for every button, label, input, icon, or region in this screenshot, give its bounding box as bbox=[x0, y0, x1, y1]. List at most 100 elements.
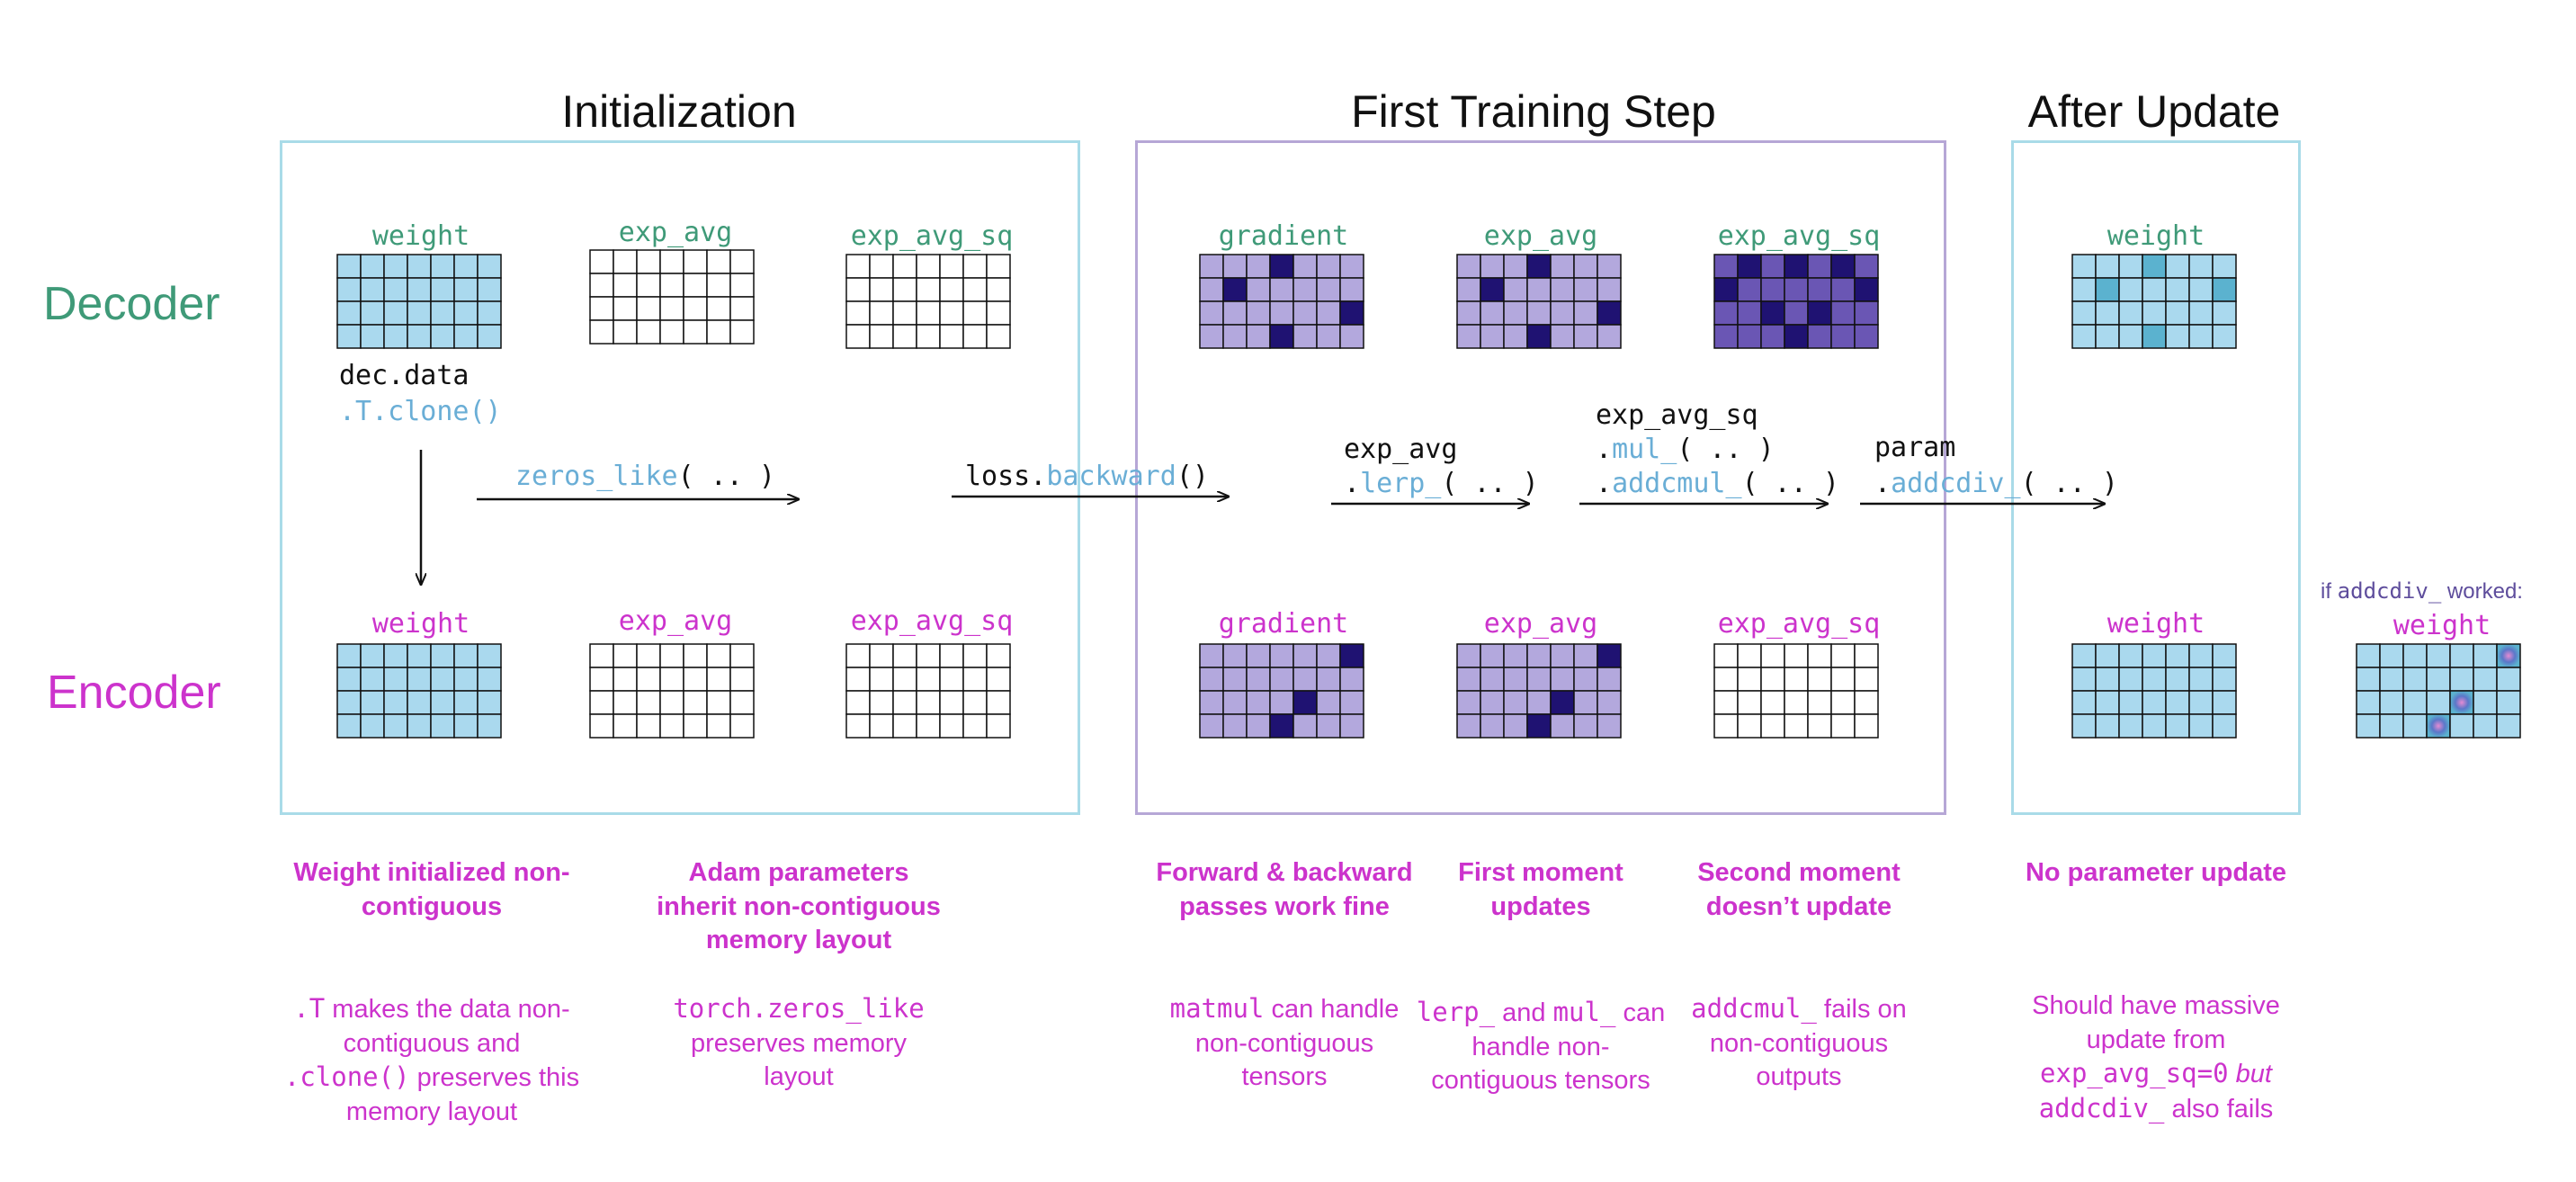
grid-cell bbox=[1246, 713, 1271, 739]
label-enc-exp-avg-sq: exp_avg_sq bbox=[850, 605, 1014, 637]
grid-cell bbox=[2496, 643, 2521, 668]
grid-cell bbox=[916, 324, 941, 349]
grid-cell bbox=[1760, 713, 1785, 739]
code-dec-data: dec.data bbox=[339, 360, 470, 391]
grid-cell bbox=[2496, 713, 2521, 739]
grid-cell bbox=[2212, 254, 2237, 279]
grid-cell bbox=[613, 713, 638, 739]
grid-cell bbox=[1292, 324, 1318, 349]
grid-cell bbox=[1456, 643, 1481, 668]
grid-cell bbox=[2426, 667, 2451, 692]
grid-cell bbox=[1503, 643, 1528, 668]
grid-cell bbox=[892, 300, 917, 326]
grid-cell bbox=[1573, 690, 1598, 715]
grid-cell bbox=[613, 296, 638, 321]
label-enc-exp-avg-sq-2: exp_avg_sq bbox=[1717, 608, 1881, 640]
grid-cell bbox=[2095, 690, 2120, 715]
grid-cell bbox=[986, 254, 1011, 279]
grid-cell bbox=[477, 300, 502, 326]
grid-cell bbox=[1526, 324, 1552, 349]
grid-cell bbox=[916, 300, 941, 326]
note-transpose-clone: .T makes the data non-contiguous and .cl… bbox=[283, 993, 580, 1127]
grid-cell bbox=[1550, 300, 1575, 326]
grid-cell bbox=[453, 324, 479, 349]
grid-cell bbox=[1784, 324, 1809, 349]
grid-cell bbox=[613, 643, 638, 668]
grid-cell bbox=[1784, 277, 1809, 302]
grid-cell bbox=[1503, 690, 1528, 715]
grid-cell bbox=[729, 273, 755, 298]
grid-cell bbox=[2165, 667, 2190, 692]
grid-cell bbox=[1246, 643, 1271, 668]
grid-cell bbox=[2496, 690, 2521, 715]
grid-cell bbox=[1737, 667, 1762, 692]
grid-cell bbox=[1830, 690, 1856, 715]
grid-cell bbox=[2379, 643, 2404, 668]
grid-cell bbox=[2095, 254, 2120, 279]
grid-cell bbox=[1199, 254, 1224, 279]
grid-cell bbox=[1269, 667, 1294, 692]
grid-cell bbox=[1854, 324, 1879, 349]
grid-cell bbox=[2118, 667, 2143, 692]
grid-cell bbox=[430, 667, 455, 692]
grid-cell bbox=[1480, 300, 1505, 326]
grid-cell bbox=[1292, 667, 1318, 692]
grid-cell bbox=[1854, 667, 1879, 692]
grid-cell bbox=[2071, 713, 2097, 739]
grid-cell bbox=[1597, 713, 1622, 739]
grid-cell bbox=[453, 690, 479, 715]
grid-cell bbox=[845, 643, 871, 668]
grid-cell bbox=[986, 300, 1011, 326]
grid-cell bbox=[1807, 254, 1832, 279]
grid-cell bbox=[1222, 713, 1248, 739]
grid-cell bbox=[1269, 277, 1294, 302]
grid-cell bbox=[2212, 690, 2237, 715]
grid-cell bbox=[706, 690, 731, 715]
grid-cell bbox=[2402, 643, 2428, 668]
grid-cell bbox=[2118, 254, 2143, 279]
grid-cell bbox=[383, 300, 408, 326]
grid-cell bbox=[1316, 713, 1341, 739]
grid-enc-exp-avg-sq-not-updated bbox=[1713, 643, 1879, 739]
grid-cell bbox=[1807, 690, 1832, 715]
grid-cell bbox=[636, 667, 661, 692]
grid-cell bbox=[383, 324, 408, 349]
grid-cell bbox=[986, 324, 1011, 349]
grid-cell bbox=[2071, 277, 2097, 302]
grid-cell bbox=[1760, 324, 1785, 349]
grid-cell bbox=[613, 273, 638, 298]
grid-cell bbox=[1550, 713, 1575, 739]
grid-cell bbox=[869, 643, 894, 668]
grid-cell bbox=[360, 690, 385, 715]
grid-cell bbox=[1854, 643, 1879, 668]
grid-cell bbox=[2473, 643, 2498, 668]
grid-cell bbox=[1456, 713, 1481, 739]
grid-cell bbox=[1713, 277, 1739, 302]
grid-cell bbox=[1480, 254, 1505, 279]
grid-cell bbox=[986, 690, 1011, 715]
grid-cell bbox=[1713, 713, 1739, 739]
grid-cell bbox=[1292, 254, 1318, 279]
note-addcmul: addcmul_ fails on non-contiguous outputs bbox=[1691, 993, 1907, 1092]
grid-cell bbox=[2449, 643, 2474, 668]
grid-cell bbox=[430, 277, 455, 302]
grid-cell bbox=[892, 667, 917, 692]
grid-cell bbox=[683, 249, 708, 274]
grid-cell bbox=[1199, 690, 1224, 715]
grid-cell bbox=[589, 690, 614, 715]
grid-cell bbox=[869, 324, 894, 349]
grid-enc-exp-avg-updated bbox=[1456, 643, 1622, 739]
grid-cell bbox=[1316, 324, 1341, 349]
grid-dec-weight bbox=[336, 254, 502, 349]
grid-cell bbox=[1784, 300, 1809, 326]
grid-cell bbox=[939, 300, 964, 326]
grid-cell bbox=[1339, 254, 1364, 279]
grid-cell bbox=[1573, 713, 1598, 739]
grid-cell bbox=[939, 324, 964, 349]
grid-cell bbox=[916, 713, 941, 739]
grid-cell bbox=[659, 643, 684, 668]
grid-cell bbox=[1550, 254, 1575, 279]
grid-dec-exp-avg-sq bbox=[845, 254, 1011, 349]
grid-cell bbox=[1760, 300, 1785, 326]
grid-cell bbox=[1480, 713, 1505, 739]
